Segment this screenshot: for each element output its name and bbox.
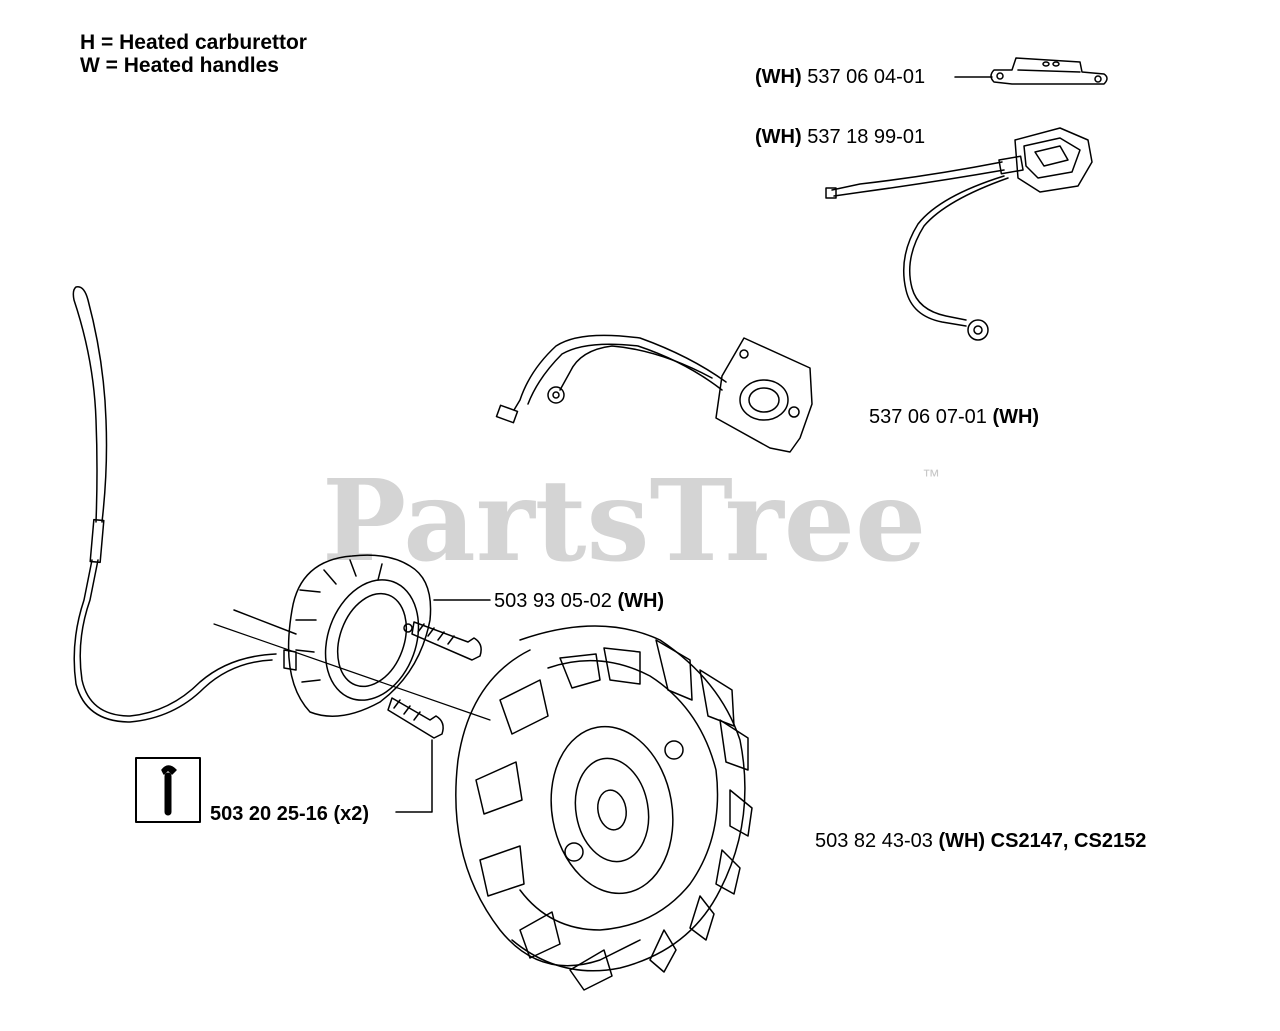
watermark: PartsTree — [322, 456, 926, 587]
label-switch[interactable]: (WH) 537 18 99-01 — [755, 126, 925, 149]
clip-part[interactable] — [954, 57, 1108, 85]
screw-part[interactable] — [387, 621, 482, 813]
generator-part[interactable] — [72, 286, 491, 723]
clip-number: 537 06 04-01 — [807, 66, 926, 88]
label-clip[interactable]: (WH) 537 06 04-01 — [755, 66, 925, 89]
screw-number: 503 20 25-16 — [210, 803, 328, 825]
switch-number: 537 18 99-01 — [807, 126, 926, 148]
label-screw[interactable]: 503 20 25-16 (x2) — [210, 803, 369, 826]
generator-code: (WH) — [617, 590, 665, 612]
clip-code: (WH) — [755, 66, 802, 88]
switch-part[interactable] — [825, 127, 1093, 341]
label-generator[interactable]: 503 93 05-02 (WH) — [494, 590, 664, 613]
switch-code: (WH) — [755, 126, 802, 148]
gasket-heater-part[interactable] — [495, 334, 813, 453]
wrench-icon — [135, 757, 201, 823]
flywheel-number: 503 82 43-03 — [815, 830, 933, 852]
generator-number: 503 93 05-02 — [494, 590, 612, 612]
screw-qty: (x2) — [333, 803, 370, 825]
legend-heated-handles: W = Heated handles — [80, 54, 279, 77]
gasket-heater-number: 537 06 07-01 — [869, 406, 987, 428]
flywheel-code: (WH) — [938, 830, 986, 852]
flywheel-part[interactable] — [455, 625, 753, 991]
label-flywheel[interactable]: 503 82 43-03 (WH) CS2147, CS2152 — [815, 830, 1146, 853]
flywheel-models: CS2147, CS2152 — [990, 830, 1147, 852]
label-gasket-heater[interactable]: 537 06 07-01 (WH) — [869, 406, 1039, 429]
gasket-heater-code: (WH) — [992, 406, 1040, 428]
legend-heated-carburettor: H = Heated carburettor — [80, 31, 307, 54]
watermark-trademark: ™ — [922, 466, 940, 486]
